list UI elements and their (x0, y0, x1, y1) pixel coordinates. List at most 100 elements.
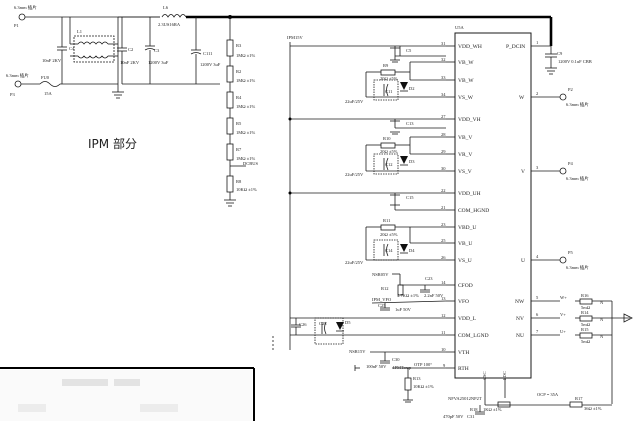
svg-text:COM_HGND: COM_HGND (458, 208, 489, 214)
connector-p1: 6.3mm 插片 P1 (14, 4, 60, 28)
c2-ref: C2 (128, 47, 133, 52)
connector-p3: 6.3mm 插片 P3 (6, 72, 40, 97)
svg-text:1MΩ ±1%: 1MΩ ±1% (236, 156, 255, 161)
svg-text:5mΩ: 5mΩ (581, 322, 591, 327)
svg-text:R4: R4 (236, 95, 242, 100)
resistor-r3: R3 1MΩ ±1% (226, 39, 255, 58)
ic-bottom-pins: CSC PDC (482, 371, 507, 398)
svg-text:W: W (519, 95, 525, 101)
svg-text:25: 25 (441, 238, 446, 243)
ipm15v-rail: IPM15V (287, 35, 446, 350)
resistor-r5: R5 1MΩ ±1% (226, 117, 255, 135)
svg-text:R13: R13 (413, 376, 421, 381)
svg-text:VTH: VTH (458, 350, 469, 356)
svg-text:R14: R14 (581, 310, 589, 315)
blurred-text-block (140, 404, 178, 412)
c3-value: 1200V 3uF (148, 60, 169, 65)
svg-text:C26: C26 (299, 322, 307, 327)
svg-text:R16: R16 (581, 293, 589, 298)
svg-text:P4: P4 (568, 161, 574, 166)
ic-ref: U5A (455, 25, 464, 30)
svg-text:22uF/25V: 22uF/25V (345, 172, 364, 177)
svg-text:R10: R10 (383, 136, 391, 141)
svg-text:P2: P2 (568, 87, 573, 92)
svg-text:R2: R2 (236, 69, 241, 74)
ground-symbol (112, 84, 124, 99)
svg-text:VDD_WH: VDD_WH (458, 44, 482, 50)
svg-text:20Ω ±5%: 20Ω ±5% (380, 149, 398, 154)
svg-text:2.2nF 50V: 2.2nF 50V (424, 293, 444, 298)
svg-text:4: 4 (536, 254, 539, 259)
svg-text:VB_U: VB_U (458, 241, 472, 247)
svg-text:NSR05V: NSR05V (372, 272, 389, 277)
svg-text:100nF 50V: 100nF 50V (366, 364, 387, 369)
capacitor-c9: C9 1200V 0.1uF CBB (545, 46, 592, 75)
connector-p2: P2 6.3mm 插片 (559, 87, 589, 108)
svg-text:C23: C23 (425, 276, 433, 281)
resistor-r2: R2 1MΩ ±1% (226, 65, 255, 83)
svg-text:N: N (600, 300, 604, 305)
input-power-section: 6.3mm 插片 P1 6.3mm 插片 P3 FU0 15A L1 (6, 4, 553, 99)
svg-text:D2: D2 (409, 86, 415, 91)
fuse-ref: FU0 (41, 75, 50, 80)
fuse-fu0: FU0 15A (39, 75, 118, 96)
svg-text:28: 28 (441, 132, 446, 137)
svg-text:PDC: PDC (502, 371, 507, 380)
resistor-r8: R8 10KΩ ±1% (226, 175, 257, 193)
svg-text:1MΩ ±1%: 1MΩ ±1% (236, 104, 255, 109)
svg-text:D3: D3 (409, 159, 415, 164)
svg-text:N: N (600, 334, 604, 339)
svg-text:C25: C25 (378, 303, 386, 308)
svg-text:R9: R9 (383, 63, 389, 68)
svg-text:21: 21 (441, 205, 446, 210)
svg-text:10: 10 (441, 347, 446, 352)
svg-text:1200V 0.1uF CBB: 1200V 0.1uF CBB (558, 59, 592, 64)
l1-ref: L1 (77, 29, 82, 34)
svg-text:10KΩ ±1%: 10KΩ ±1% (413, 384, 434, 389)
svg-text:COM_LGND: COM_LGND (458, 333, 489, 339)
svg-text:NU: NU (516, 333, 524, 339)
svg-text:22uF/25V: 22uF/25V (345, 260, 364, 265)
svg-text:32: 32 (441, 57, 446, 62)
svg-text:CFOD: CFOD (458, 283, 473, 289)
resistor-r4: R4 1MΩ ±1% (226, 91, 255, 109)
svg-text:1MΩ ±1%: 1MΩ ±1% (236, 130, 255, 135)
l6-value: 2.3US16RA (158, 22, 181, 27)
c4-ref: C4 (69, 46, 75, 51)
blurred-text-block (114, 379, 140, 386)
c4-value: 10nF 2KV (42, 58, 62, 63)
svg-text:23: 23 (441, 222, 446, 227)
svg-text:P_DCIN: P_DCIN (506, 44, 525, 50)
svg-text:VB_W: VB_W (458, 60, 474, 66)
blurred-text-block (18, 404, 46, 412)
svg-text:20Ω ±5%: 20Ω ±5% (380, 76, 398, 81)
svg-text:R8: R8 (236, 179, 242, 184)
svg-text:5: 5 (536, 295, 539, 300)
svg-text:CSC: CSC (482, 371, 487, 380)
svg-text:C28: C28 (319, 321, 327, 326)
connector-p1-label: 6.3mm 插片 (14, 4, 37, 11)
svg-text:U: U (521, 258, 525, 264)
svg-text:C14: C14 (385, 248, 393, 253)
svg-text:W+: W+ (560, 295, 567, 300)
svg-text:IPMTemp: IPMTemp (393, 365, 412, 370)
svg-text:VR_V: VR_V (458, 152, 472, 158)
svg-text:VDD_UH: VDD_UH (458, 191, 481, 197)
svg-text:U+: U+ (560, 329, 566, 334)
c111-value: 1200V 3uF (200, 62, 221, 67)
svg-text:VS_W: VS_W (458, 95, 474, 101)
svg-text:22uF/25V: 22uF/25V (345, 99, 364, 104)
connector-p4: P4 6.3mm 插片 (559, 161, 589, 182)
svg-text:R5: R5 (236, 121, 242, 126)
svg-text:27: 27 (441, 114, 446, 119)
svg-text:26: 26 (441, 255, 446, 260)
svg-text:13: 13 (441, 296, 446, 301)
svg-text:6.3mm 插片: 6.3mm 插片 (566, 264, 589, 271)
svg-text:RTH: RTH (458, 366, 469, 372)
svg-text:P5: P5 (568, 250, 574, 255)
resistor-r7: R7 1MΩ ±1% (226, 143, 255, 161)
svg-text:R17: R17 (575, 396, 583, 401)
inductor-l6: L6 2.3US16RA (158, 5, 187, 27)
connector-p3-label: 6.3mm 插片 (6, 72, 29, 79)
